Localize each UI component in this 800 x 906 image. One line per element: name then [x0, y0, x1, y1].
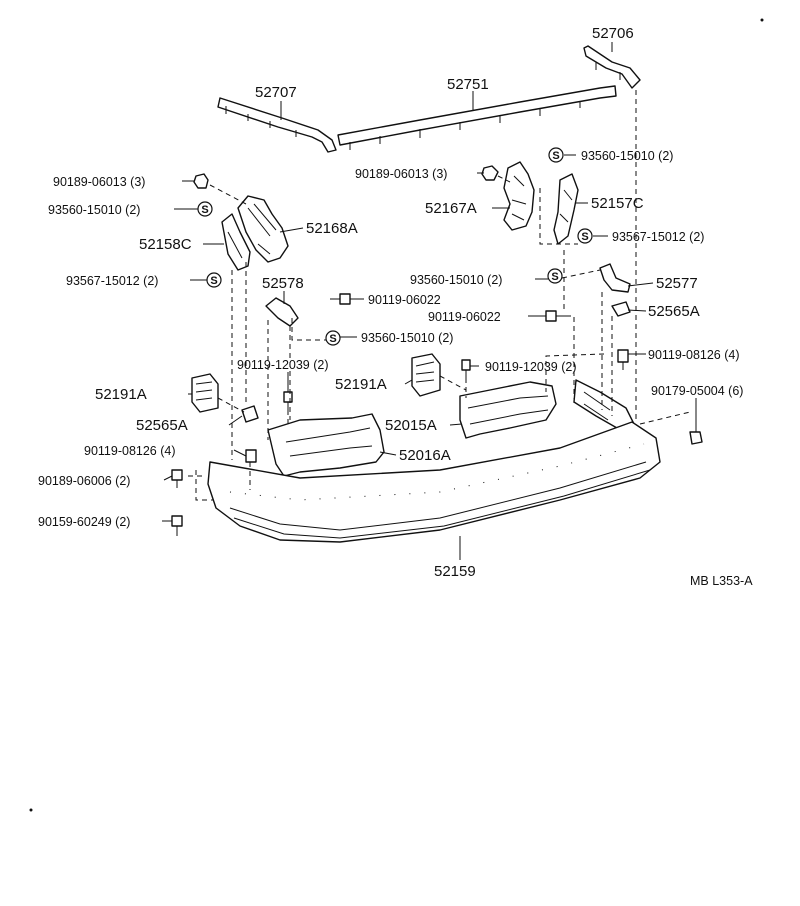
- bolt-90119-12039-right: [461, 359, 471, 378]
- svg-text:S: S: [581, 231, 588, 243]
- bolt-90119-06022-left: [330, 293, 351, 305]
- label-90119-06022-left: 90119-06022: [368, 293, 441, 307]
- retainer-52565A-right: [611, 301, 631, 317]
- bolt-90119-06022-right: [545, 310, 568, 322]
- svg-text:S: S: [329, 333, 336, 345]
- label-90119-12039-right: 90119-12039 (2): [485, 360, 577, 374]
- label-90179-05004: 90179-05004 (6): [651, 384, 743, 398]
- label-52191A-right: 52191A: [335, 376, 387, 393]
- label-52707: 52707: [255, 84, 297, 101]
- clip-90189-06006: [171, 469, 183, 488]
- molding-52706: [583, 45, 641, 89]
- label-90119-06022-right: 90119-06022: [428, 310, 501, 324]
- part-labels: 52706 52751 52707 90189-06013 (3) 90189-…: [38, 25, 753, 588]
- label-90189-06013-right: 90189-06013 (3): [355, 167, 447, 181]
- label-52706: 52706: [592, 25, 634, 42]
- label-93567-15012-left: 93567-15012 (2): [66, 274, 158, 288]
- label-52565A-right: 52565A: [648, 303, 700, 320]
- label-90159-60249: 90159-60249 (2): [38, 515, 130, 529]
- label-90189-06013-left: 90189-06013 (3): [53, 175, 145, 189]
- bracket-52577: [599, 263, 631, 293]
- pad-52191A-right: [411, 353, 441, 397]
- bracket-52168A: [237, 195, 289, 263]
- label-52167A: 52167A: [425, 200, 477, 217]
- reinforcement-52015A: [459, 381, 557, 439]
- nut-90189-06013-right: [481, 165, 499, 181]
- clip-93560-15010-center: S: [325, 330, 341, 346]
- clip-93567-15012-right: S: [577, 228, 593, 244]
- svg-text:S: S: [552, 150, 559, 162]
- svg-text:S: S: [201, 204, 208, 216]
- screw-90159-60249: [171, 515, 183, 536]
- bolt-90119-12039-left: [283, 391, 293, 410]
- label-93560-15010-center: 93560-15010 (2): [361, 331, 453, 345]
- molding-52707: [217, 97, 337, 153]
- label-52191A-left: 52191A: [95, 386, 147, 403]
- bumper-cover-52159: [207, 421, 661, 543]
- reinforcement-52016A: [267, 413, 385, 477]
- clip-93560-15010-top-right: S: [548, 147, 564, 163]
- clip-93560-15010-mid: S: [547, 268, 563, 284]
- label-52158C: 52158C: [139, 236, 192, 253]
- label-52751: 52751: [447, 76, 489, 93]
- label-52168A: 52168A: [306, 220, 358, 237]
- label-52577: 52577: [656, 275, 698, 292]
- label-93567-15012-right: 93567-15012 (2): [612, 230, 704, 244]
- label-90119-12039-left: 90119-12039 (2): [237, 358, 329, 372]
- bolt-90119-08126-right: [617, 349, 629, 370]
- pad-52191A-left: [191, 373, 219, 413]
- clip-93567-15012-left: S: [206, 272, 222, 288]
- label-52157C: 52157C: [591, 195, 644, 212]
- bracket-52157C: [553, 173, 579, 245]
- diagram-code: MB L353-A: [690, 574, 753, 588]
- label-93560-15010-left: 93560-15010 (2): [48, 203, 140, 217]
- svg-text:S: S: [551, 271, 558, 283]
- label-90119-08126-right: 90119-08126 (4): [648, 348, 740, 362]
- label-90119-08126-left: 90119-08126 (4): [84, 444, 176, 458]
- clip-93560-15010-left: S: [197, 201, 213, 217]
- label-93560-15010-top-right: 93560-15010 (2): [581, 149, 673, 163]
- label-52578: 52578: [262, 275, 304, 292]
- nut-90189-06013-left: [193, 173, 209, 189]
- label-52016A: 52016A: [399, 447, 451, 464]
- bracket-52158C: [221, 213, 251, 271]
- print-marks: [29, 18, 764, 812]
- bolt-90179-05004: [689, 431, 703, 445]
- bolt-90119-08126-left: [245, 449, 257, 463]
- leader-lines: [162, 42, 697, 560]
- label-90189-06006: 90189-06006 (2): [38, 474, 130, 488]
- label-52565A-left: 52565A: [136, 417, 188, 434]
- alignment-lines: [186, 90, 691, 501]
- bracket-52167A: [503, 161, 535, 231]
- bracket-52578: [265, 297, 299, 327]
- molding-52751: [337, 85, 617, 150]
- label-93560-15010-mid: 93560-15010 (2): [410, 273, 502, 287]
- label-52159: 52159: [434, 563, 476, 580]
- retainer-52565A-left: [241, 405, 259, 423]
- label-52015A: 52015A: [385, 417, 437, 434]
- svg-text:S: S: [210, 275, 217, 287]
